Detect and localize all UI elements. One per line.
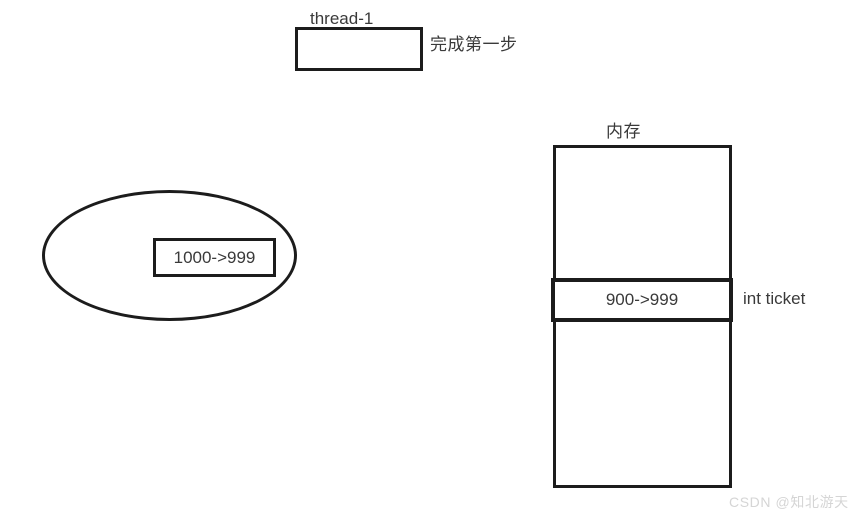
memory-ticket-label: int ticket <box>743 289 806 308</box>
memory-title: 内存 <box>606 122 641 141</box>
memory-ticket-cell: 900->999 <box>551 278 733 322</box>
thread-box-title: thread-1 <box>310 9 374 28</box>
watermark: CSDN @知北游天 <box>729 494 849 510</box>
thread-box <box>295 27 423 71</box>
local-variable-box: 1000->999 <box>153 238 276 277</box>
memory-ticket-value: 900->999 <box>605 290 679 309</box>
local-variable-value: 1000->999 <box>173 247 256 267</box>
thread-step-annotation: 完成第一步 <box>430 35 518 54</box>
